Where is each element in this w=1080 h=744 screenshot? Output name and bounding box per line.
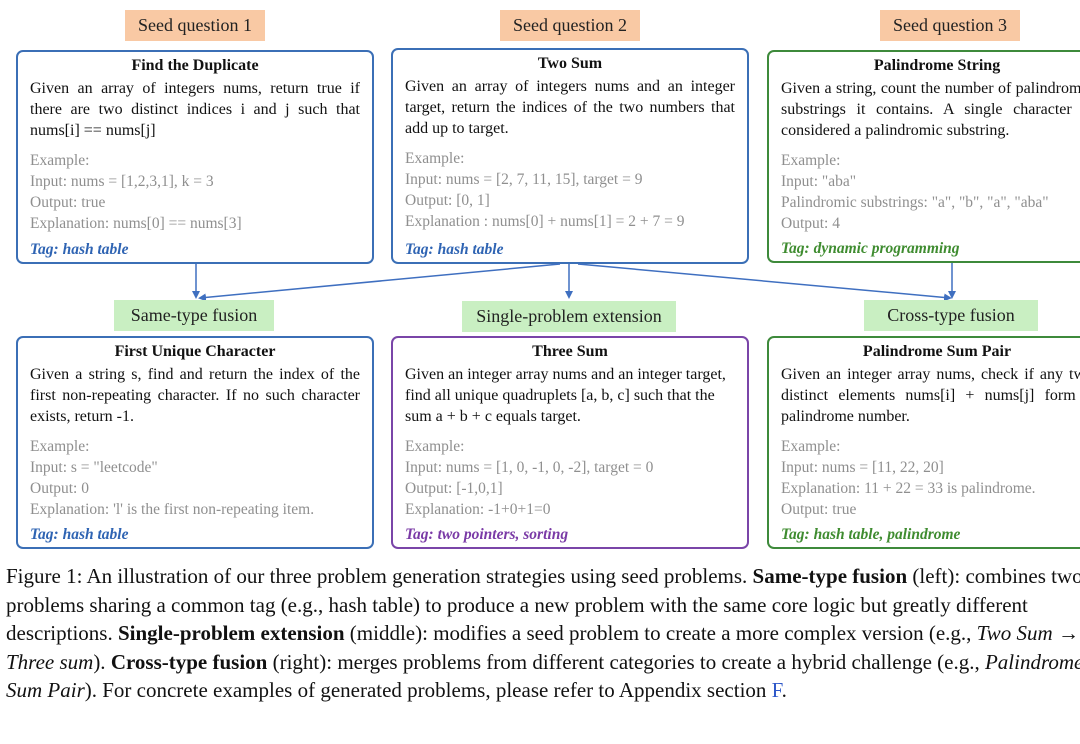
caption-strategy-2-example-to: Three sum [6,649,94,674]
example-line: Example: [30,152,90,169]
example-line: Explanation: 'l' is the first non-repeat… [30,501,315,518]
card-example: Example: Input: nums = [1, 0, -1, 0, -2]… [405,436,735,520]
example-line: Example: [405,438,465,455]
example-line: Explanation : nums[0] + nums[1] = 2 + 7 … [405,213,685,230]
example-line: Input: "aba" [781,173,857,190]
caption-strategy-3-example: Palindrome Sum Pair [6,649,1080,703]
card-title: Find the Duplicate [131,57,259,74]
card-description: Given an integer array nums, check if an… [781,366,1080,425]
seed-label-3: Seed question 3 [880,10,1020,41]
seed-card-two-sum: Two Sum Given an array of integers nums … [391,48,749,264]
seed-card-palindrome-string: Palindrome String Given a string, count … [767,50,1080,263]
example-line: Input: s = "leetcode" [30,459,158,476]
strategy-label-extension: Single-problem extension [462,301,676,332]
card-example: Example: Input: nums = [2, 7, 11, 15], t… [405,148,735,232]
card-description: Given a string, count the number of pali… [781,80,1080,139]
card-tag: Tag: hash table [405,241,504,258]
strategy-label-cross-type: Cross-type fusion [864,300,1038,331]
example-line: Output: [-1,0,1] [405,480,503,497]
generated-card-three-sum: Three Sum Given an integer array nums an… [391,336,749,549]
example-line: Output: 4 [781,215,840,232]
caption-strategy-2-text-b: ). [93,649,106,674]
card-tag: Tag: hash table [30,241,129,258]
arrow-seed2-to-cross-type [577,263,952,302]
card-title: Two Sum [537,55,603,72]
caption-strategy-3-text-a: merges problems from different categorie… [337,649,980,674]
card-title: Palindrome String [873,57,1001,74]
example-line: Input: nums = [11, 22, 20] [781,459,944,476]
caption-strategy-2-example-from: Two Sum [976,621,1053,645]
card-tag: Tag: hash table, palindrome [781,526,961,543]
caption-strategy-2-name: Single-problem extension [117,621,345,645]
card-description: Given an integer array nums and an integ… [405,366,726,425]
example-line: Palindromic substrings: "a", "b", "a", "… [781,194,1049,211]
caption-strategy-2-text-a: modifies a seed problem to create a more… [433,621,972,645]
caption-strategy-3-text-b: ). For concrete examples of generated pr… [84,678,767,702]
example-line: Example: [30,438,90,455]
appendix-link[interactable]: F [771,678,782,702]
caption-strategy-1-name: Same-type fusion [752,564,908,588]
generated-card-palindrome-sum-pair: Palindrome Sum Pair Given an integer arr… [767,336,1080,549]
example-line: Explanation: nums[0] == nums[3] [30,215,242,232]
arrow-seed2-to-same-type [198,263,561,302]
card-tag: Tag: hash table [30,526,129,543]
caption-intro: An illustration of our three problem gen… [86,564,748,588]
card-example: Example: Input: nums = [1,2,3,1], k = 3 … [30,150,360,234]
example-line: Output: true [781,501,857,518]
caption-end: . [781,678,787,702]
fusion-arrows [192,263,956,302]
card-description: Given an array of integers nums and an i… [405,78,735,137]
seed-label-1: Seed question 1 [125,10,265,41]
example-line: Input: nums = [2, 7, 11, 15], target = 9 [405,171,643,188]
example-line: Output: [0, 1] [405,192,490,209]
card-example: Example: Input: nums = [11, 22, 20] Expl… [781,436,1080,520]
example-line: Explanation: 11 + 22 = 33 is palindrome. [781,480,1036,497]
figure-caption: Figure 1: An illustration of our three p… [6,562,1080,705]
caption-strategy-2-position: (middle): [349,621,428,645]
card-tag: Tag: two pointers, sorting [405,526,569,543]
caption-strategy-1-text: combines two problems sharing a common t… [6,564,1080,645]
example-line: Input: nums = [1,2,3,1], k = 3 [30,173,214,190]
example-line: Output: 0 [30,480,89,497]
card-title: Three Sum [532,343,608,360]
caption-strategy-3-position: (right): [272,649,333,674]
generated-card-first-unique-character: First Unique Character Given a string s,… [16,336,374,549]
example-line: Explanation: -1+0+1=0 [405,501,551,518]
card-description: Given an array of integers nums, return … [30,80,360,139]
caption-strategy-1-position: (left): [912,564,961,588]
card-example: Example: Input: "aba" Palindromic substr… [781,150,1080,234]
example-line: Input: nums = [1, 0, -1, 0, -2], target … [405,459,654,476]
seed-label-2: Seed question 2 [500,10,640,41]
card-description: Given a string s, find and return the in… [30,366,360,425]
caption-arrow: → [1057,621,1079,645]
card-example: Example: Input: s = "leetcode" Output: 0… [30,436,360,520]
caption-fig-label: Figure 1: [6,564,83,588]
caption-strategy-3-name: Cross-type fusion [110,649,268,674]
example-line: Output: true [30,194,106,211]
card-title: First Unique Character [114,343,276,360]
example-line: Example: [781,152,841,169]
strategy-label-same-type: Same-type fusion [114,300,274,331]
card-tag: Tag: dynamic programming [781,240,960,257]
seed-card-find-duplicate: Find the Duplicate Given an array of int… [16,50,374,264]
example-line: Example: [405,150,465,167]
card-title: Palindrome Sum Pair [862,343,1012,360]
example-line: Example: [781,438,841,455]
